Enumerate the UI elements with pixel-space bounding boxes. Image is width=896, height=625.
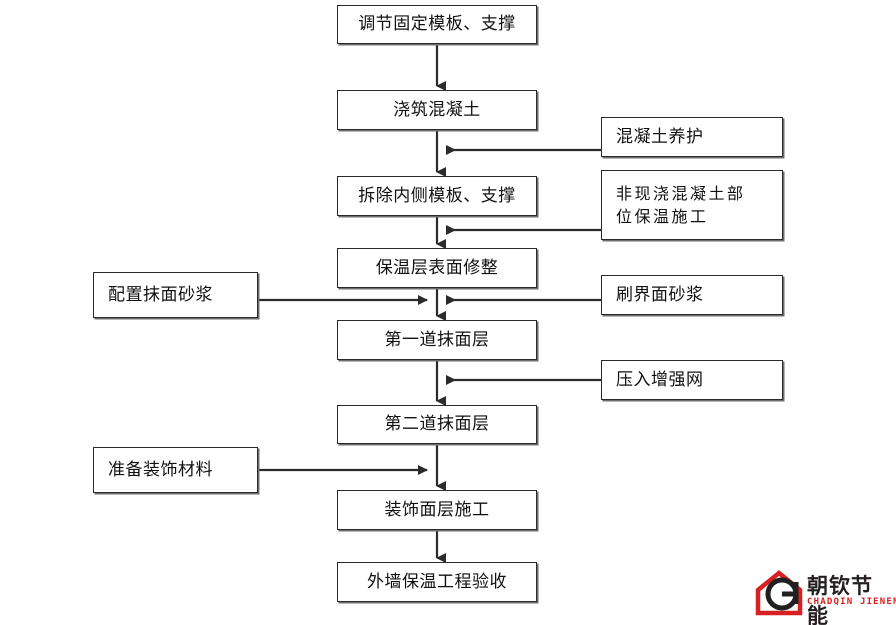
node-brush-interface-mortar[interactable]: 刷界面砂浆 — [601, 275, 783, 315]
node-adjust-fix-formwork[interactable]: 调节固定模板、支撑 — [337, 5, 537, 44]
node-prepare-plaster-mortar[interactable]: 配置抹面砂浆 — [93, 272, 258, 318]
company-logo: 朝钦节能 CHADQIN JIENENG — [755, 568, 896, 625]
node-prepare-decorative-materials[interactable]: 准备装饰材料 — [93, 447, 258, 493]
node-exterior-insulation-acceptance[interactable]: 外墙保温工程验收 — [337, 562, 537, 602]
house-g-monogram-icon — [755, 570, 803, 616]
logo-name-en: CHADQIN JIENENG — [807, 597, 896, 607]
node-first-plaster-layer[interactable]: 第一道抹面层 — [337, 320, 537, 360]
node-pour-concrete[interactable]: 浇筑混凝土 — [337, 90, 537, 130]
node-press-in-reinforcing-mesh[interactable]: 压入增强网 — [601, 360, 783, 400]
node-non-cast-in-situ-insulation[interactable]: 非现浇混凝土部 位保温施工 — [601, 170, 783, 240]
node-remove-inner-formwork[interactable]: 拆除内侧模板、支撑 — [337, 176, 537, 216]
node-second-plaster-layer[interactable]: 第二道抹面层 — [337, 405, 537, 444]
node-decorative-finish-construction[interactable]: 装饰面层施工 — [337, 490, 537, 530]
node-insulation-surface-trim[interactable]: 保温层表面修整 — [337, 248, 537, 288]
logo-name-cn: 朝钦节能 — [807, 574, 873, 625]
node-concrete-curing[interactable]: 混凝土养护 — [601, 117, 783, 157]
